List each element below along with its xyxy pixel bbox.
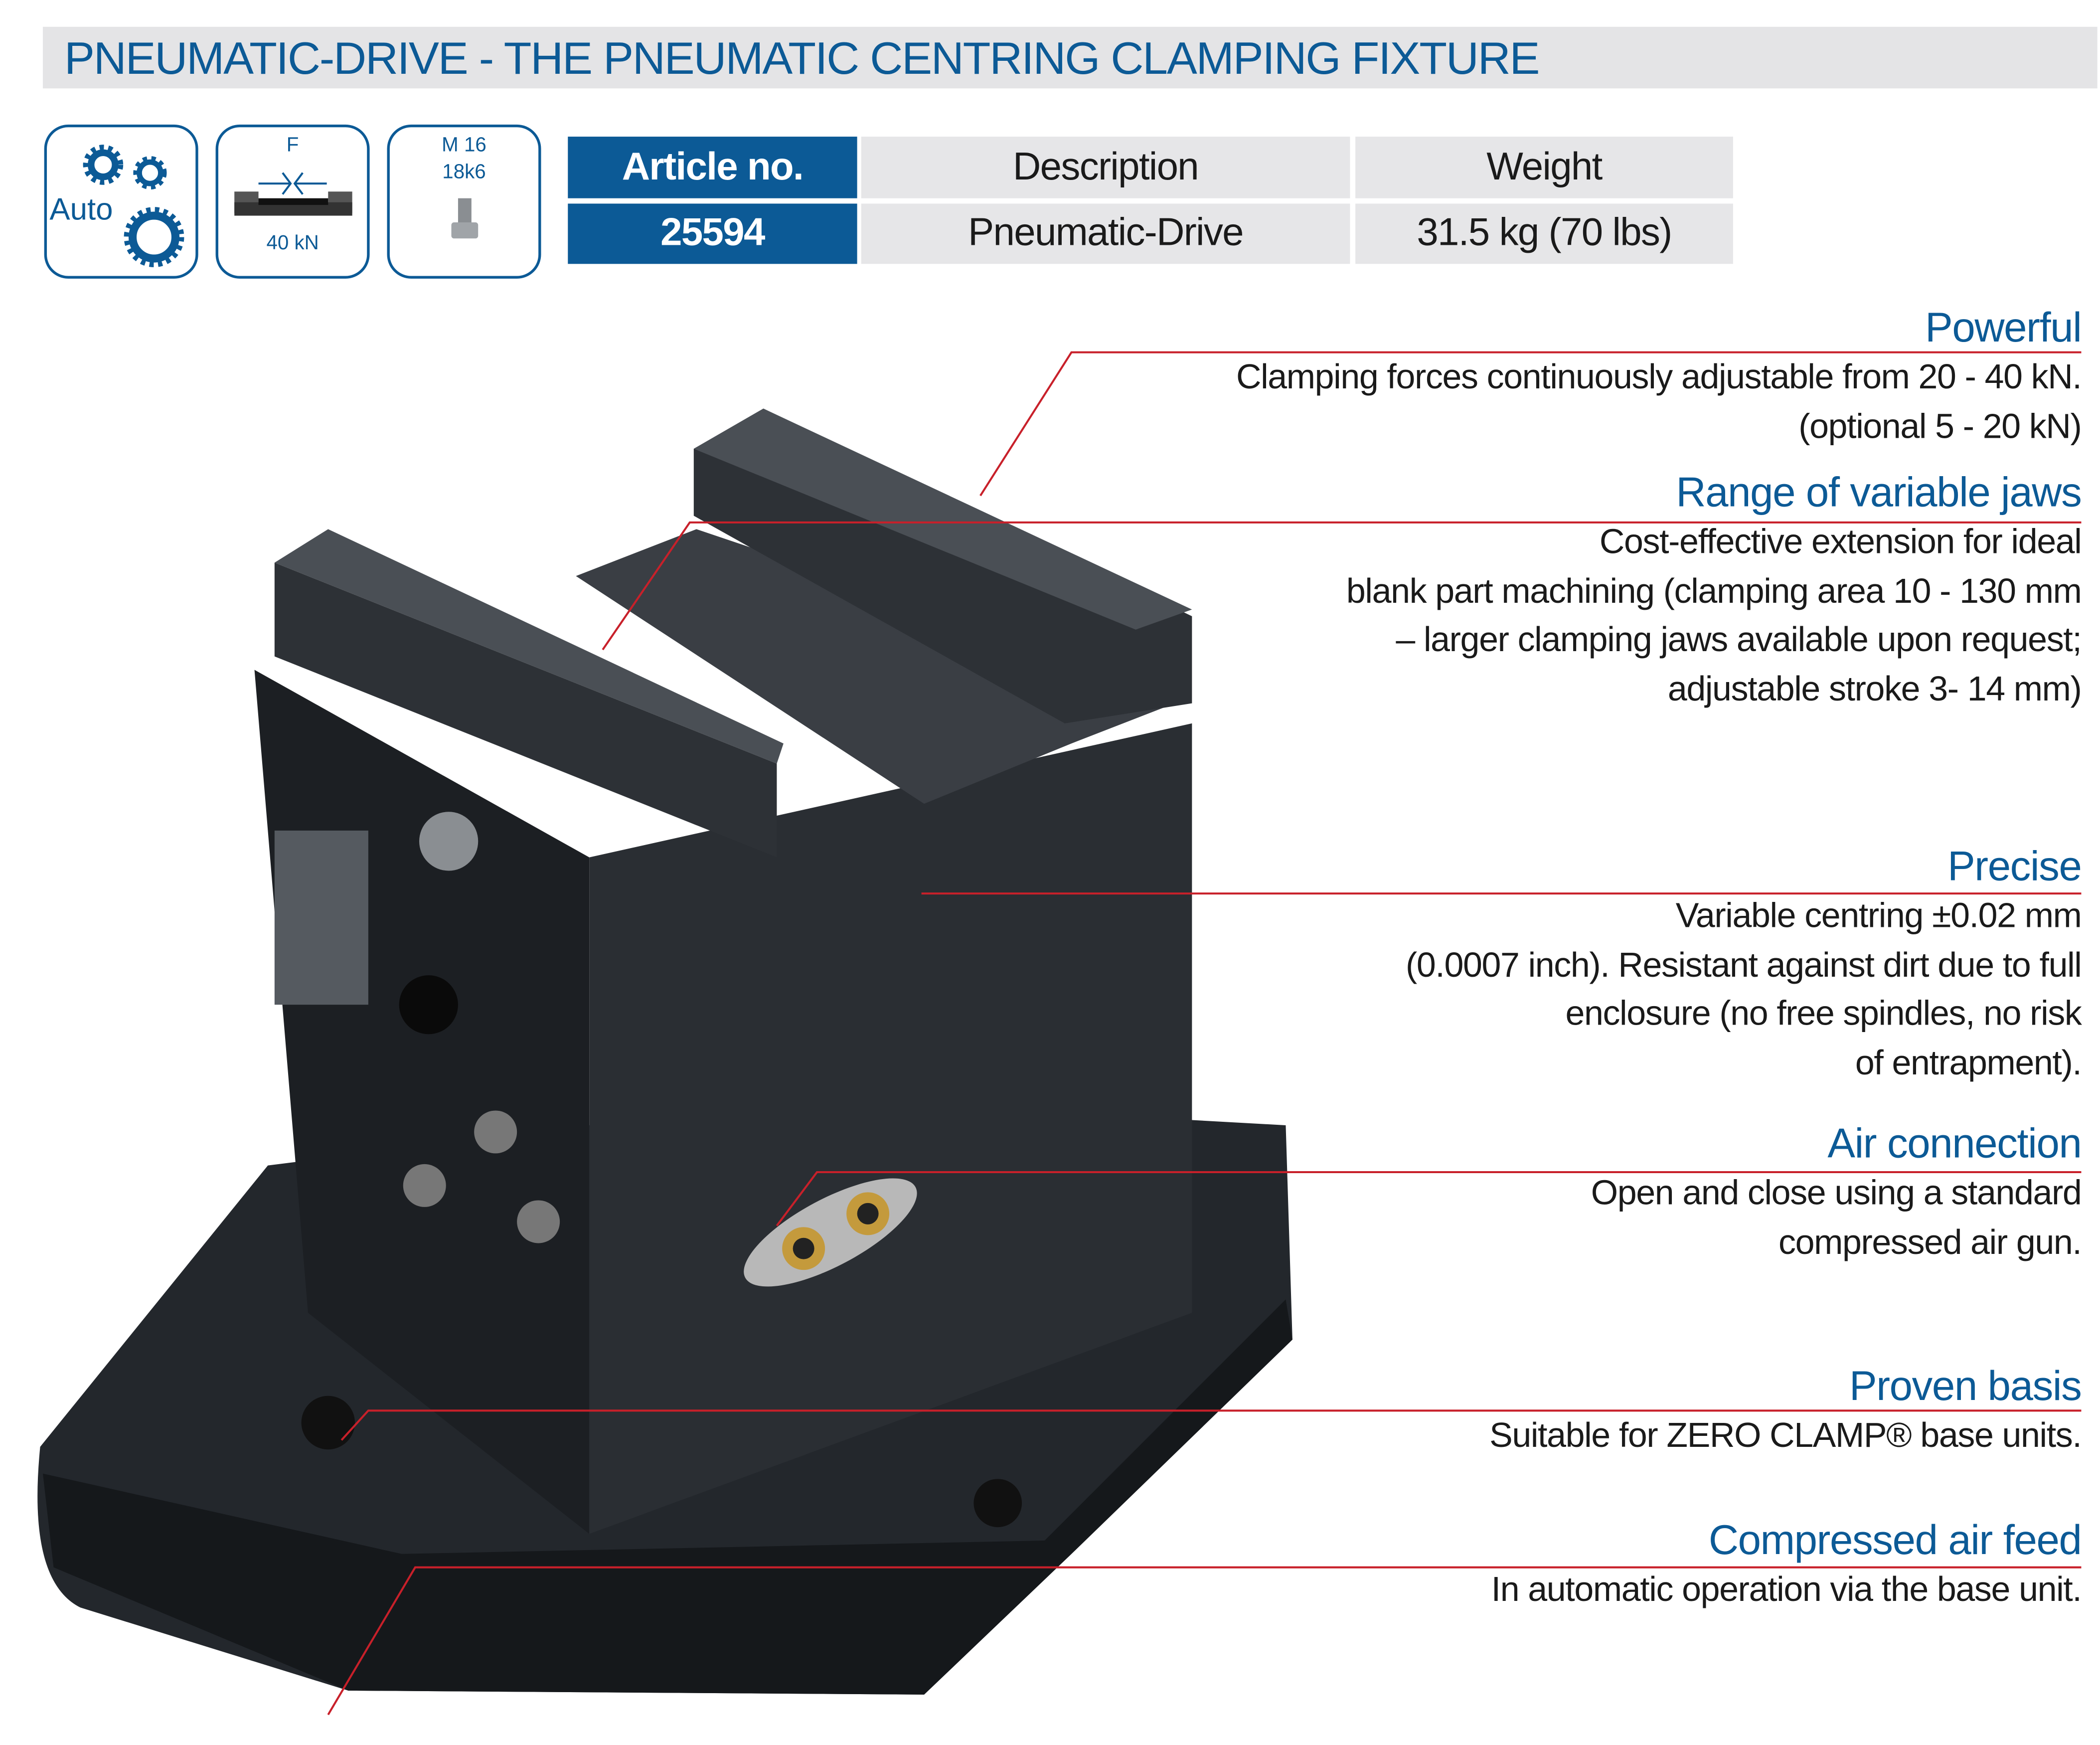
feature-text: of entrapment). bbox=[1855, 1042, 2082, 1082]
feature-precise: Precise Variable centring ±0.02 mm (0.00… bbox=[1405, 843, 2082, 1086]
feature-heading: Air connection bbox=[1827, 1120, 2082, 1167]
feature-text: Variable centring ±0.02 mm bbox=[1675, 894, 2082, 935]
page-title: PNEUMATIC-DRIVE - THE PNEUMATIC CENTRING… bbox=[64, 33, 1540, 85]
air-connector bbox=[744, 1178, 917, 1287]
clamping-force-icon: F 40 kN bbox=[215, 124, 370, 279]
feature-text: In automatic operation via the base unit… bbox=[1491, 1569, 2082, 1609]
feature-text: enclosure (no free spindles, no risk bbox=[1565, 992, 2082, 1033]
feature-text: Open and close using a standard bbox=[1591, 1172, 2082, 1213]
feature-compressed-air-feed: Compressed air feed In automatic operati… bbox=[1491, 1517, 2082, 1614]
article-number: 25594 bbox=[568, 203, 857, 264]
description-value: Pneumatic-Drive bbox=[861, 203, 1350, 264]
feature-text: blank part machining (clamping area 10 -… bbox=[1346, 570, 2082, 610]
weight-value: 31.5 kg (70 lbs) bbox=[1355, 203, 1733, 264]
block-front-face bbox=[589, 723, 1192, 1534]
feature-text: Clamping forces continuously adjustable … bbox=[1236, 356, 2082, 397]
jaw-left bbox=[274, 562, 777, 858]
feature-air-connection: Air connection Open and close using a st… bbox=[1591, 1120, 2082, 1266]
feature-heading: Powerful bbox=[1925, 304, 2082, 351]
auto-gears-icon: Auto bbox=[44, 124, 198, 279]
pin-fit: 18k6 bbox=[442, 161, 486, 184]
feature-heading: Proven basis bbox=[1849, 1362, 2082, 1409]
feature-text: adjustable stroke 3- 14 mm) bbox=[1667, 668, 2082, 708]
callout-lines bbox=[327, 351, 2082, 1716]
title-bar: PNEUMATIC-DRIVE - THE PNEUMATIC CENTRING… bbox=[42, 26, 2098, 89]
feature-text: Suitable for ZERO CLAMP® base units. bbox=[1489, 1414, 2082, 1455]
header-weight: Weight bbox=[1355, 137, 1733, 198]
force-value: 40 kN bbox=[266, 231, 319, 255]
gears-icon bbox=[83, 145, 184, 268]
feature-text: – larger clamping jaws available upon re… bbox=[1396, 619, 2082, 659]
feature-text: (optional 5 - 20 kN) bbox=[1798, 405, 2082, 446]
feature-heading: Compressed air feed bbox=[1708, 1516, 2082, 1564]
feature-powerful: Powerful Clamping forces continuously ad… bbox=[1236, 304, 2082, 450]
thread-size: M 16 bbox=[442, 134, 486, 157]
feature-variable-jaws: Range of variable jaws Cost-effective ex… bbox=[1346, 469, 2082, 712]
force-symbol: F bbox=[286, 134, 299, 157]
jaw-icon bbox=[234, 172, 352, 216]
feature-text: (0.0007 inch). Resistant against dirt du… bbox=[1405, 943, 2082, 984]
auto-label: Auto bbox=[49, 191, 113, 227]
header-article-no: Article no. bbox=[568, 137, 857, 198]
feature-proven-basis: Proven basis Suitable for ZERO CLAMP® ba… bbox=[1489, 1362, 2082, 1460]
feature-heading: Range of variable jaws bbox=[1676, 469, 2082, 516]
feature-text: compressed air gun. bbox=[1778, 1221, 2082, 1261]
header-description: Description bbox=[861, 137, 1350, 198]
feature-text: Cost-effective extension for ideal bbox=[1599, 521, 2082, 561]
clamping-pin-icon: M 16 18k6 bbox=[387, 124, 541, 279]
feature-heading: Precise bbox=[1947, 843, 2082, 890]
bolt-icon bbox=[451, 198, 479, 239]
